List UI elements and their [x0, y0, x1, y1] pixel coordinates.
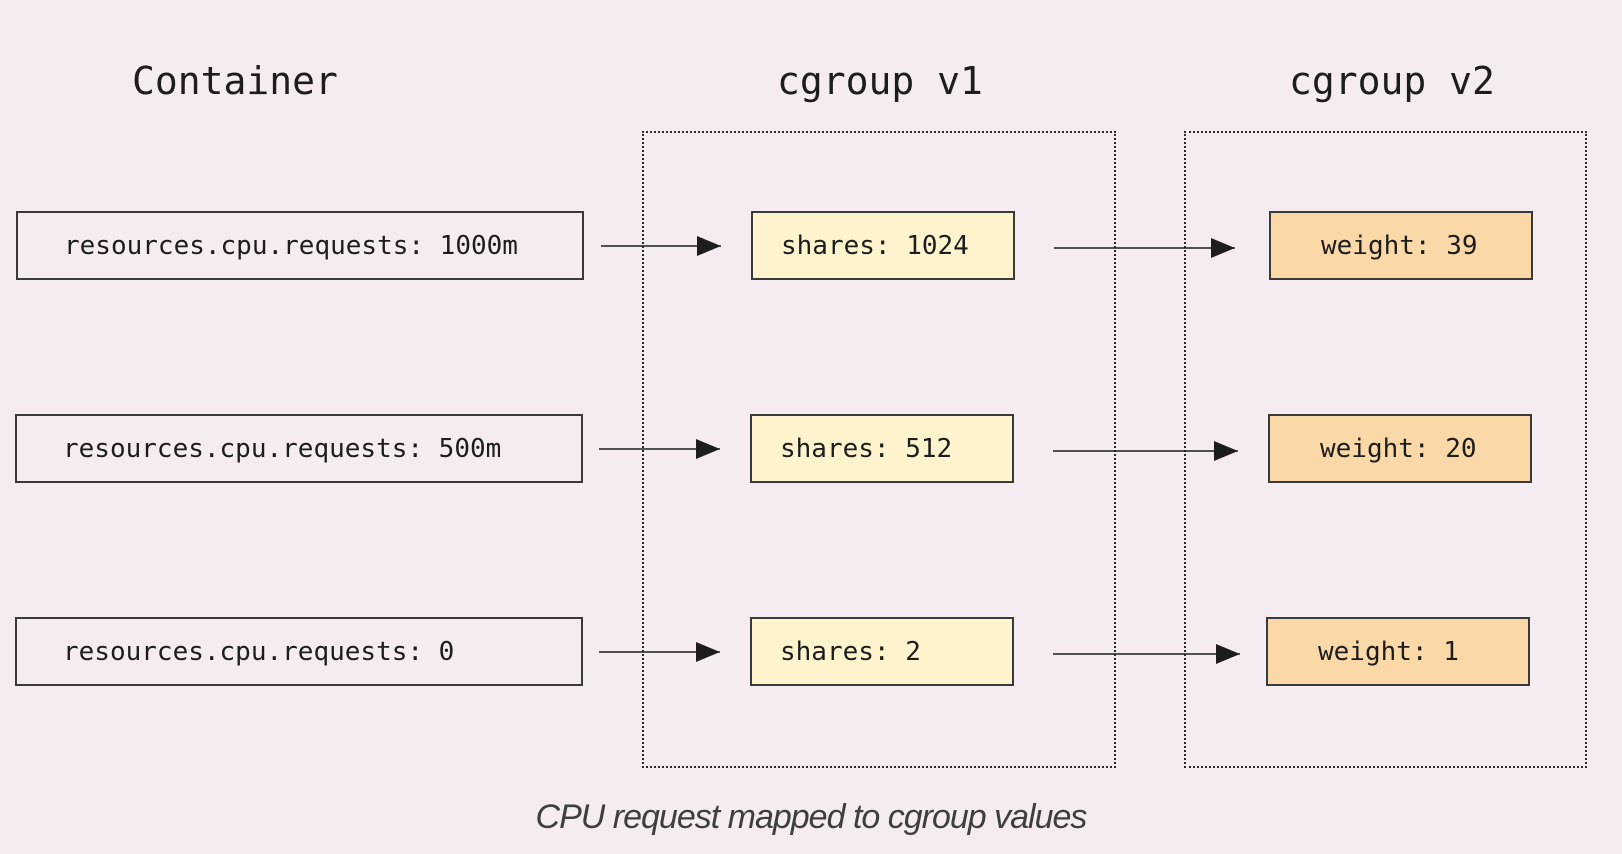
- cgroup-v1-shares-box: shares: 2: [750, 617, 1014, 686]
- container-request-box: resources.cpu.requests: 0: [15, 617, 583, 686]
- cgroup-v1-shares-box: shares: 512: [750, 414, 1014, 483]
- container-request-text: resources.cpu.requests: 0: [63, 636, 455, 667]
- cgroup-v2-weight-text: weight: 20: [1320, 433, 1477, 464]
- cgroup-v2-weight-box: weight: 1: [1266, 617, 1530, 686]
- diagram-caption: CPU request mapped to cgroup values: [535, 798, 1088, 836]
- cgroup-v2-heading: cgroup v2: [1289, 59, 1495, 103]
- cgroup-v2-weight-text: weight: 39: [1321, 230, 1478, 261]
- cgroup-v1-shares-box: shares: 1024: [751, 211, 1015, 280]
- cgroup-v2-weight-text: weight: 1: [1318, 636, 1459, 667]
- container-request-text: resources.cpu.requests: 1000m: [64, 230, 518, 261]
- cgroup-v1-shares-text: shares: 2: [780, 636, 921, 667]
- cgroup-v1-heading: cgroup v1: [777, 59, 983, 103]
- container-request-box: resources.cpu.requests: 1000m: [16, 211, 584, 280]
- cgroup-v1-shares-text: shares: 512: [780, 433, 953, 464]
- container-request-box: resources.cpu.requests: 500m: [15, 414, 583, 483]
- cgroup-v2-frame: [1184, 131, 1587, 768]
- container-heading: Container: [132, 59, 338, 103]
- container-request-text: resources.cpu.requests: 500m: [63, 433, 502, 464]
- cgroup-v2-weight-box: weight: 39: [1269, 211, 1533, 280]
- cgroup-v2-weight-box: weight: 20: [1268, 414, 1532, 483]
- cgroup-v1-shares-text: shares: 1024: [781, 230, 969, 261]
